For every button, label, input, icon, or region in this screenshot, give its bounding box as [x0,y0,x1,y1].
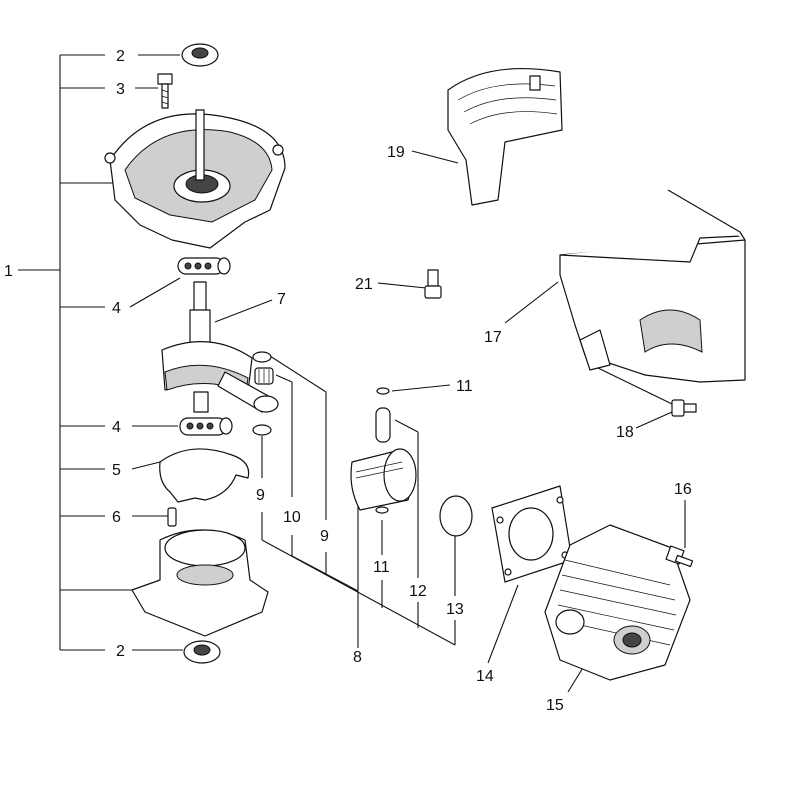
callout-3: 3 [116,81,125,98]
piston-pin [375,407,391,443]
callout-2-top: 2 [116,48,125,65]
circlip-top [376,387,390,395]
bearing-upper [177,257,231,275]
crankshaft [161,281,279,413]
cylinder-gasket [491,485,573,583]
callout-4-lower: 4 [112,419,121,436]
crankcase-lower [131,529,269,637]
callout-21: 21 [355,276,373,293]
guard-bracket [447,67,563,206]
piston-ring [439,495,473,537]
callout-12: 12 [409,583,427,600]
callout-10: 10 [283,509,301,526]
callout-7: 7 [277,291,286,308]
cylinder [544,524,691,681]
bolt-21 [424,269,442,299]
crankcase-upper [104,109,286,249]
callout-14: 14 [476,668,494,685]
callout-11-top: 11 [456,378,473,395]
cylinder-cover [559,189,746,383]
washer-top [252,351,272,363]
bolt-3 [157,73,173,109]
seal-top [181,43,219,67]
callout-13: 13 [446,601,464,618]
callout-9-right: 9 [320,528,329,545]
callout-2-bottom: 2 [116,643,125,660]
callout-15: 15 [546,697,564,714]
callout-5: 5 [112,462,121,479]
circlip-bottom [375,506,389,514]
callout-8: 8 [353,649,362,666]
callout-9-left: 9 [256,487,265,504]
callout-1: 1 [4,263,13,280]
callout-17: 17 [484,329,502,346]
seal-bottom [183,640,221,664]
bearing-lower [179,417,233,436]
needle-bearing [254,367,274,385]
callout-16: 16 [674,481,692,498]
callout-labels: 1 2 3 4 7 4 5 6 2 9 10 9 11 11 12 13 8 1… [4,48,692,714]
crankcase-gasket [159,448,250,503]
callout-4-upper: 4 [112,300,121,317]
piston [350,448,417,511]
callout-6: 6 [112,509,121,526]
dowel-pin [167,507,177,527]
washer-bottom [252,424,272,436]
callout-19: 19 [387,144,405,161]
callout-18: 18 [616,424,634,441]
spark-plug [665,545,694,568]
callout-11-bottom: 11 [373,559,390,576]
bolt-18 [671,399,697,417]
